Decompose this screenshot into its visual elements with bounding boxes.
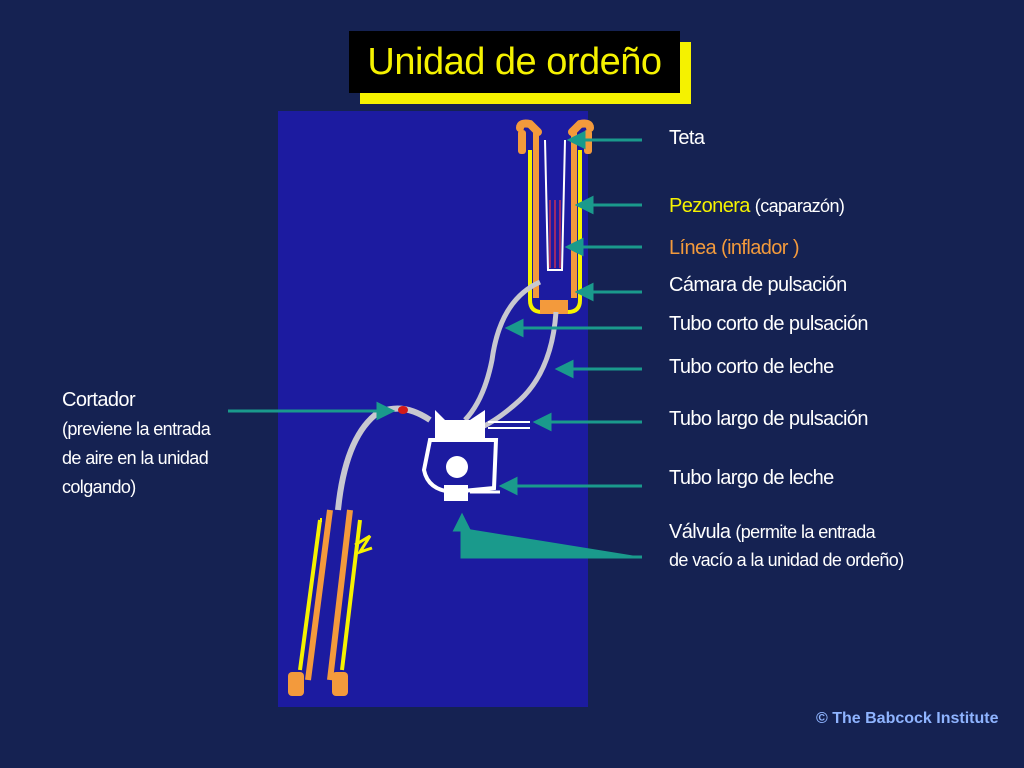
label-linea: Línea (inflador ) (669, 236, 799, 260)
label-valvula-note-1: (permite la entrada (735, 522, 876, 542)
label-cortador-note-2: de aire en la unidad (62, 448, 209, 468)
lower-teatcup-liner (305, 509, 353, 681)
label-teta: Teta (669, 127, 705, 149)
claw-bowl (446, 456, 468, 478)
upper-teatcup-liner (533, 132, 577, 298)
label-valvula-note-2: de vacío a la unidad de ordeño) (669, 550, 904, 570)
short-pulsation-tube (463, 279, 542, 422)
label-valvula-main: Válvula (669, 521, 731, 543)
teat (544, 139, 566, 271)
credit-text: © The Babcock Institute (816, 710, 999, 727)
label-cortador: Cortador (previene la entrada de aire en… (62, 386, 262, 502)
label-pezonera: Pezonera (caparazón) (669, 194, 845, 218)
label-tubo-corto-pulsacion: Tubo corto de pulsación (669, 313, 869, 335)
label-linea-text: Línea (inflador ) (669, 237, 799, 259)
label-tubo-largo-pulsacion: Tubo largo de pulsación (669, 408, 869, 430)
lower-teatcup-shell (298, 518, 362, 671)
label-camara: Cámara de pulsación (669, 274, 847, 296)
label-valvula: Válvula (permite la entrada (669, 520, 876, 544)
air-cutoff (398, 406, 408, 414)
label-tubo-corto-leche: Tubo corto de leche (669, 356, 834, 378)
label-cortador-note-1: (previene la entrada (62, 419, 211, 439)
upper-teatcup-mouth (516, 119, 594, 136)
label-cortador-main: Cortador (62, 389, 136, 411)
page-title: Unidad de ordeño (349, 31, 680, 93)
cortador-tube (335, 405, 432, 511)
claw (421, 438, 499, 495)
label-cortador-note-3: colgando) (62, 477, 136, 497)
label-tubo-largo-leche: Tubo largo de leche (669, 467, 834, 489)
arrow-valvula (460, 528, 642, 559)
label-pezonera-main: Pezonera (669, 195, 750, 217)
label-pezonera-note: (caparazón) (754, 196, 845, 216)
